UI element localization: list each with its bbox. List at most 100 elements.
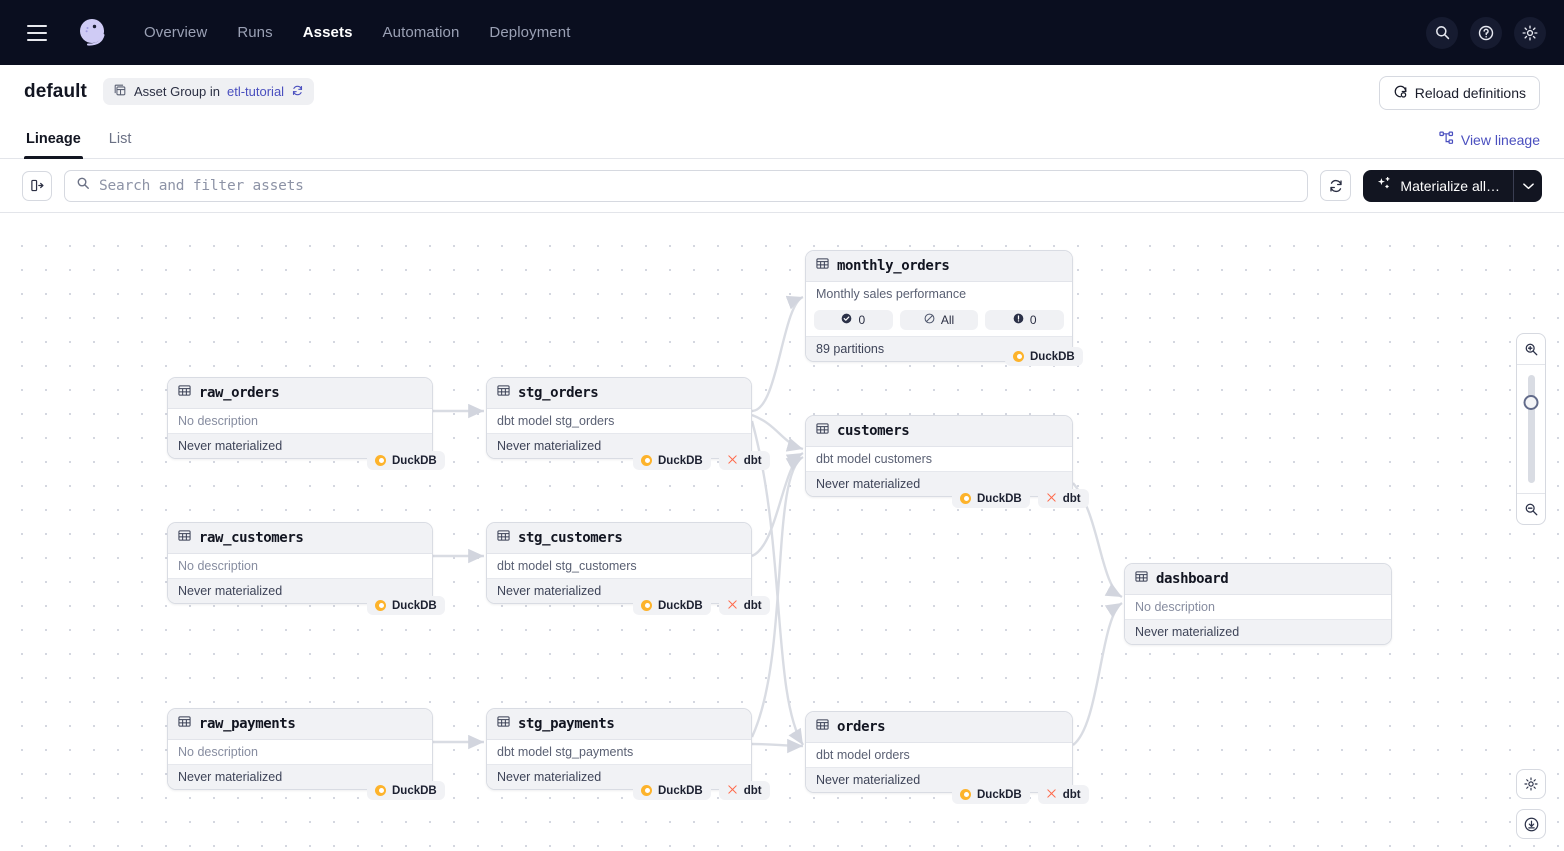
- asset-node-header: raw_customers: [168, 523, 432, 554]
- zoom-controls[interactable]: [1516, 333, 1546, 525]
- asset-node-header: stg_payments: [487, 709, 751, 740]
- asset-node-header: stg_orders: [487, 378, 751, 409]
- tag-dbt[interactable]: dbt: [1037, 785, 1089, 804]
- tag-dbt[interactable]: dbt: [718, 596, 770, 615]
- asset-node-description: dbt model customers: [806, 447, 1072, 471]
- dbt-icon: [727, 454, 738, 468]
- gear-icon[interactable]: [1514, 16, 1546, 49]
- tag-duckdb[interactable]: DuckDB: [633, 596, 711, 615]
- tag-dbt[interactable]: dbt: [1037, 489, 1089, 508]
- duckdb-icon: [641, 455, 652, 466]
- tag-duckdb[interactable]: DuckDB: [633, 451, 711, 470]
- graph-settings-button[interactable]: [1516, 769, 1546, 799]
- duckdb-icon: [641, 785, 652, 796]
- divider: [1517, 364, 1545, 365]
- reload-definitions-label: Reload definitions: [1414, 85, 1526, 101]
- tag-duckdb[interactable]: DuckDB: [952, 785, 1030, 804]
- asset-group-link[interactable]: etl-tutorial: [226, 84, 285, 99]
- asset-node-customers[interactable]: customers dbt model customers Never mate…: [805, 415, 1073, 497]
- nav-link-deployment[interactable]: Deployment: [489, 24, 571, 41]
- asset-tags-stg_customers: DuckDB dbt: [633, 596, 770, 615]
- asset-node-header: dashboard: [1125, 564, 1391, 595]
- zoom-slider[interactable]: [1517, 365, 1545, 493]
- materialize-all-button-group[interactable]: Materialize all…: [1363, 169, 1542, 202]
- zoom-out-icon[interactable]: [1517, 494, 1545, 524]
- divider: [1513, 169, 1514, 202]
- partition-chip-materialized[interactable]: 0: [814, 310, 893, 330]
- tag-label: dbt: [1062, 788, 1081, 801]
- asset-node-monthly_orders[interactable]: monthly_orders Monthly sales performance…: [805, 250, 1073, 362]
- panel-toggle-icon[interactable]: [22, 170, 52, 201]
- asset-node-stg_customers[interactable]: stg_customers dbt model stg_customers Ne…: [486, 522, 752, 604]
- dagster-logo-icon[interactable]: [74, 15, 110, 51]
- tag-duckdb[interactable]: DuckDB: [1005, 347, 1083, 366]
- tag-dbt[interactable]: dbt: [718, 451, 770, 470]
- nav-link-assets[interactable]: Assets: [302, 24, 353, 41]
- tag-duckdb[interactable]: DuckDB: [633, 781, 711, 800]
- tag-label: DuckDB: [658, 784, 703, 797]
- search-and-filter-box[interactable]: [64, 169, 1309, 202]
- asset-node-title: stg_orders: [518, 385, 599, 401]
- search-icon[interactable]: [1426, 16, 1458, 49]
- tag-duckdb[interactable]: DuckDB: [367, 596, 445, 615]
- asset-node-title: stg_payments: [518, 716, 615, 732]
- table-icon: [178, 384, 191, 402]
- search-input[interactable]: [99, 177, 1297, 194]
- dbt-icon: [1046, 492, 1057, 506]
- asset-node-stg_orders[interactable]: stg_orders dbt model stg_orders Never ma…: [486, 377, 752, 459]
- tag-label: DuckDB: [658, 599, 703, 612]
- graph-toolbar: Materialize all…: [0, 159, 1564, 213]
- asset-node-description: dbt model orders: [806, 743, 1072, 767]
- asset-node-orders[interactable]: orders dbt model orders Never materializ…: [805, 711, 1073, 793]
- asset-tags-raw_payments: DuckDB: [367, 781, 445, 800]
- tab-lineage[interactable]: Lineage: [24, 131, 83, 159]
- tag-label: DuckDB: [392, 454, 437, 467]
- nav-link-automation[interactable]: Automation: [382, 24, 460, 41]
- refresh-button[interactable]: [1320, 170, 1352, 201]
- partition-status-chips: 0 All 0: [806, 306, 1072, 336]
- zoom-slider-handle[interactable]: [1523, 395, 1539, 410]
- asset-node-header: raw_orders: [168, 378, 432, 409]
- asset-node-title: raw_payments: [199, 716, 296, 732]
- tag-duckdb[interactable]: DuckDB: [952, 489, 1030, 508]
- asset-group-breadcrumb[interactable]: Asset Group in etl-tutorial: [102, 78, 315, 105]
- sparkle-icon: [1376, 176, 1392, 195]
- asset-node-raw_orders[interactable]: raw_orders No description Never material…: [167, 377, 433, 459]
- help-icon[interactable]: [1470, 16, 1502, 49]
- partition-chip-failed[interactable]: 0: [985, 310, 1065, 330]
- chevron-down-icon[interactable]: [1514, 170, 1542, 202]
- nav-link-overview[interactable]: Overview: [144, 24, 208, 41]
- fit-to-view-button[interactable]: [1516, 809, 1546, 839]
- zoom-slider-track: [1527, 375, 1535, 483]
- duckdb-icon: [375, 600, 386, 611]
- table-icon: [816, 422, 829, 440]
- hamburger-menu-icon[interactable]: [20, 16, 54, 50]
- partition-chip-label: 0: [858, 313, 866, 327]
- asset-node-raw_customers[interactable]: raw_customers No description Never mater…: [167, 522, 433, 604]
- tab-list[interactable]: List: [108, 131, 132, 147]
- tag-duckdb[interactable]: DuckDB: [367, 451, 445, 470]
- asset-node-stg_payments[interactable]: stg_payments dbt model stg_payments Neve…: [486, 708, 752, 790]
- reload-icon[interactable]: [291, 84, 304, 100]
- nav-link-runs[interactable]: Runs: [237, 24, 273, 41]
- zoom-in-icon[interactable]: [1517, 334, 1545, 364]
- table-icon: [178, 529, 191, 547]
- tag-duckdb[interactable]: DuckDB: [367, 781, 445, 800]
- dbt-icon: [727, 599, 738, 613]
- asset-node-title: raw_customers: [199, 530, 304, 546]
- asset-node-raw_payments[interactable]: raw_payments No description Never materi…: [167, 708, 433, 790]
- asset-node-title: customers: [837, 423, 910, 439]
- reload-definitions-button[interactable]: Reload definitions: [1378, 76, 1540, 110]
- divider: [1517, 493, 1545, 494]
- view-lineage-link[interactable]: View lineage: [1439, 131, 1540, 148]
- tag-dbt[interactable]: dbt: [718, 781, 770, 800]
- lineage-icon: [1439, 131, 1454, 148]
- top-navigation-bar: Overview Runs Assets Automation Deployme…: [0, 0, 1564, 65]
- partition-chip-missing[interactable]: All: [899, 310, 979, 330]
- lineage-canvas[interactable]: monthly_orders Monthly sales performance…: [0, 225, 1564, 851]
- materialize-all-button[interactable]: Materialize all…: [1363, 170, 1513, 202]
- partition-chip-label: 0: [1029, 313, 1037, 327]
- asset-node-dashboard[interactable]: dashboard No description Never materiali…: [1124, 563, 1392, 645]
- view-lineage-label: View lineage: [1460, 131, 1540, 148]
